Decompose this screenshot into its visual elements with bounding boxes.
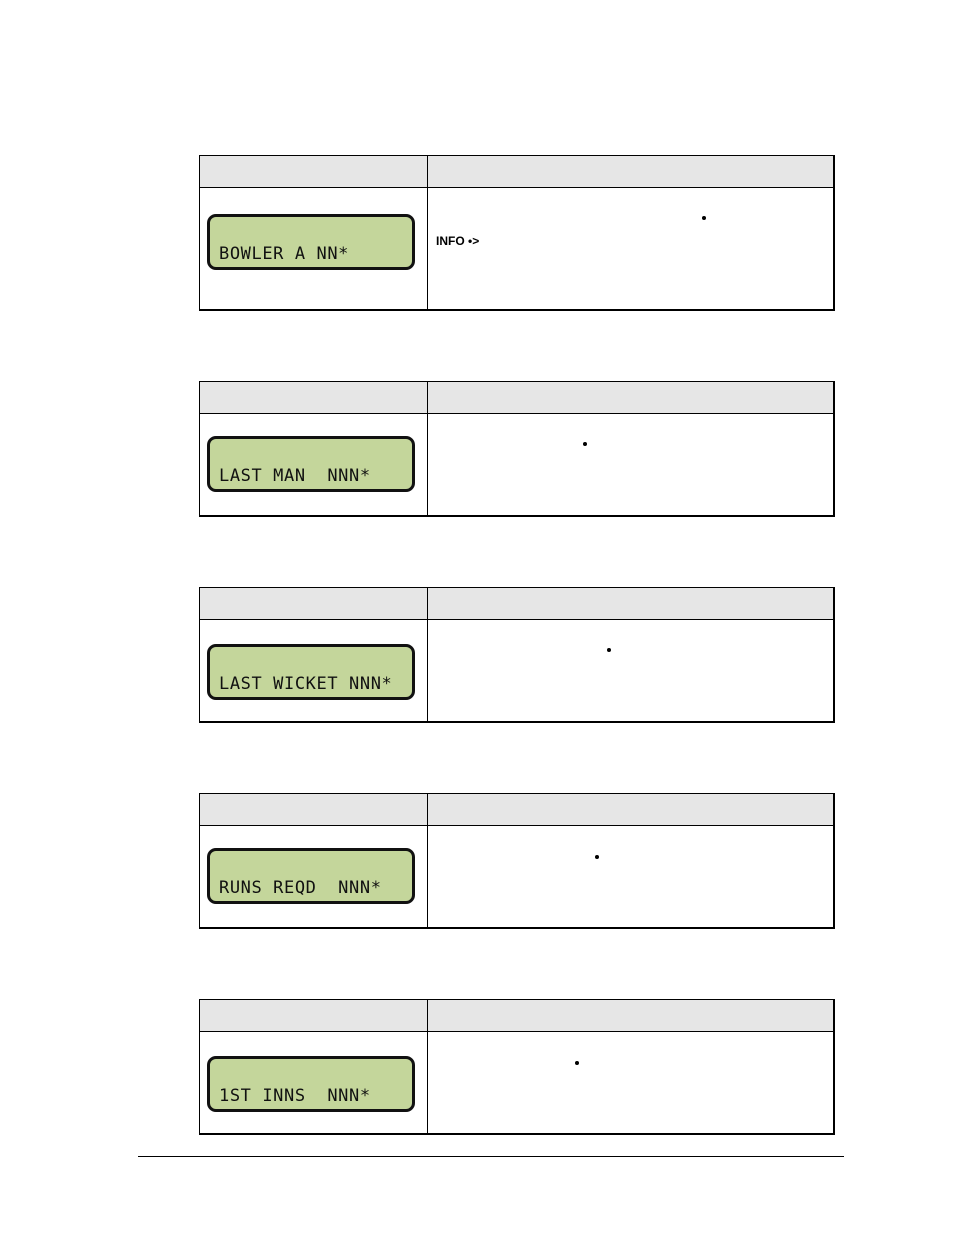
description-cell [428,1032,833,1134]
lcd-display: 1ST INNS NNN* [207,1056,415,1112]
lcd-display: RUNS REQD NNN* [207,848,415,904]
lcd-text: LAST MAN NNN* [219,466,371,486]
table-header [200,156,833,188]
footer-rule [138,1156,844,1157]
lcd-cell: 1ST INNS NNN* [200,1032,428,1134]
lcd-display: BOWLER A NN* [207,214,415,270]
description-cell [428,414,833,516]
lcd-display: LAST WICKET NNN* [207,644,415,700]
bullet-dot-icon [583,442,587,446]
bullet-dot-icon [595,855,599,859]
table-header [200,382,833,414]
bullet-dot-icon [575,1061,579,1065]
description-cell [428,620,833,722]
table-header [200,794,833,826]
table-header [200,588,833,620]
info-key-label: INFO •> [436,234,480,248]
lcd-display: LAST MAN NNN* [207,436,415,492]
lcd-cell: RUNS REQD NNN* [200,826,428,928]
lcd-cell: BOWLER A NN* [200,188,428,310]
lcd-cell: LAST WICKET NNN* [200,620,428,722]
lcd-text: RUNS REQD NNN* [219,878,382,898]
lcd-text: 1ST INNS NNN* [219,1086,371,1106]
settings-table-bowler-a: BOWLER A NN* INFO •> [199,155,835,311]
settings-table-runs-reqd: RUNS REQD NNN* [199,793,835,929]
lcd-cell: LAST MAN NNN* [200,414,428,516]
settings-table-last-man: LAST MAN NNN* [199,381,835,517]
description-cell [428,826,833,928]
settings-table-1st-inns: 1ST INNS NNN* [199,999,835,1135]
lcd-text: BOWLER A NN* [219,244,350,264]
bullet-dot-icon [607,648,611,652]
settings-table-last-wicket: LAST WICKET NNN* [199,587,835,723]
table-header [200,1000,833,1032]
lcd-text: LAST WICKET NNN* [219,674,393,694]
description-cell: INFO •> [428,188,833,310]
bullet-dot-icon [702,216,706,220]
